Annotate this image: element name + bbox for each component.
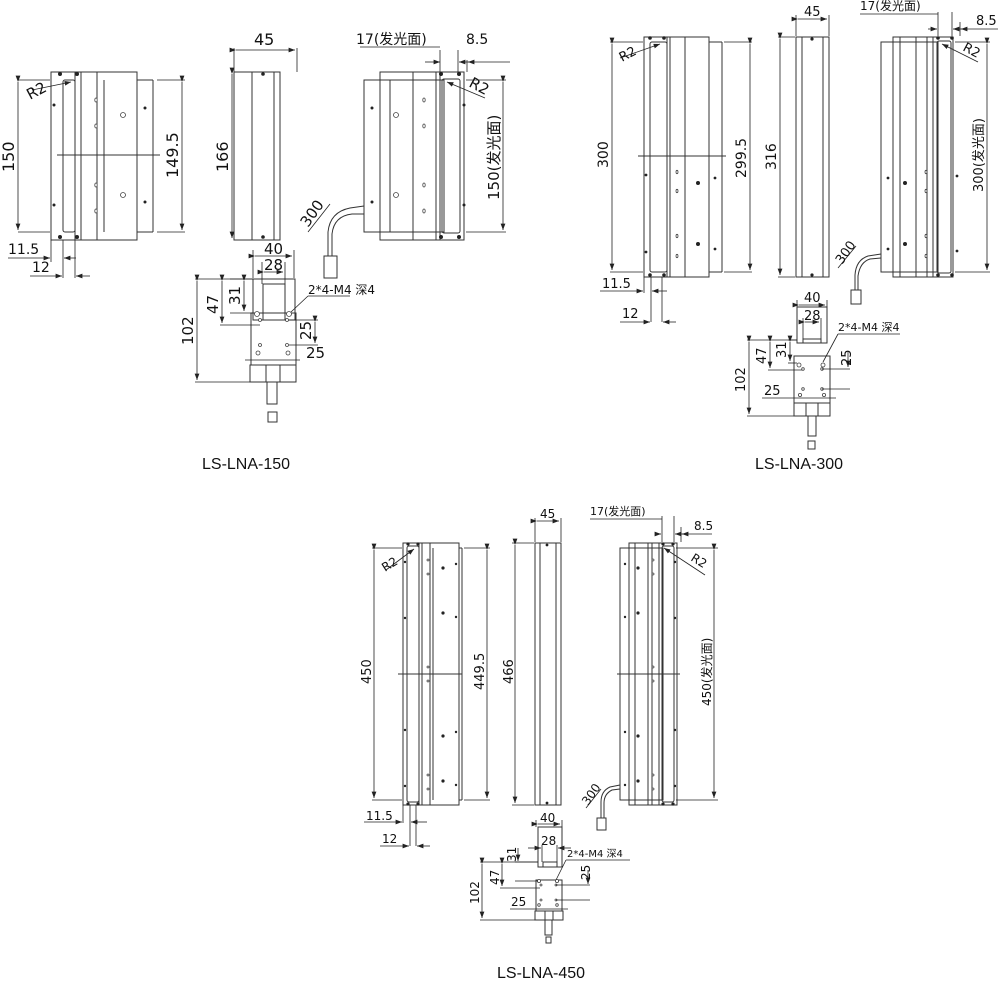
bracket-view: 40 28 31 47 102 2*4-M4 深4 25 25 <box>179 240 375 423</box>
side-view: 45 316 <box>764 5 830 278</box>
front-length-label: 150 <box>0 141 18 172</box>
emit-length-label: 150(发光面) <box>485 115 503 200</box>
model-caption: LS-LNA-300 <box>755 456 843 473</box>
front-view: 450 449.5 R2 11.5 12 <box>360 542 490 849</box>
edge-label: 8.5 <box>976 14 997 29</box>
model-ls-lna-150: 150 149.5 R2 11.5 12 45 166 <box>0 30 510 473</box>
bracket-h1-label: 31 <box>226 286 244 305</box>
bracket-h1-label: 31 <box>775 341 790 358</box>
active-length-label: 149.5 <box>163 132 182 178</box>
front-length-label: 300 <box>596 141 612 168</box>
emit-width-label: 17(发光面) <box>356 32 427 48</box>
bracket-inner-label: 28 <box>264 256 283 274</box>
side-width-label: 45 <box>540 507 555 521</box>
model-caption: LS-LNA-450 <box>497 965 585 982</box>
bracket-pitch-v-label: 25 <box>579 865 593 880</box>
model-ls-lna-300: 300 299.5 R2 11.5 12 45 316 <box>596 0 998 473</box>
bracket-pitch-h-label: 25 <box>764 384 781 399</box>
bracket-outer-label: 40 <box>264 240 283 258</box>
emit-length-label: 450(发光面) <box>699 638 714 706</box>
active-length-label: 299.5 <box>734 138 750 178</box>
screw-spec-label: 2*4-M4 深4 <box>838 321 899 334</box>
front-view: 300 299.5 R2 11.5 12 <box>596 36 753 325</box>
back-radius-label: R2 <box>466 74 492 99</box>
back-view: 17(发光面) 8.5 R2 300(发光面) 300 <box>833 0 998 305</box>
bracket-view: 40 28 31 47 102 2*4-M4 深4 25 25 <box>734 291 900 450</box>
cable-length-label: 300 <box>297 197 328 231</box>
bracket-inner-label: 28 <box>541 834 556 848</box>
cable-length-label: 300 <box>579 781 604 808</box>
emit-width-label: 17(发光面) <box>860 0 921 13</box>
bracket-total-label: 102 <box>468 881 482 904</box>
offset-b-label: 12 <box>32 260 50 276</box>
bracket-pitch-h-label: 25 <box>306 344 325 362</box>
bracket-outer-label: 40 <box>540 811 555 825</box>
bracket-pitch-v-label: 25 <box>840 349 855 366</box>
screw-spec-label: 2*4-M4 深4 <box>308 283 375 297</box>
side-view: 45 166 <box>213 30 298 241</box>
bracket-view: 40 28 31 47 102 2*4-M4 深4 25 25 <box>468 811 630 944</box>
side-width-label: 45 <box>254 30 274 49</box>
offset-a-label: 11.5 <box>602 277 631 292</box>
offset-a-label: 11.5 <box>366 809 393 823</box>
screw-spec-label: 2*4-M4 深4 <box>567 848 623 860</box>
front-length-label: 450 <box>360 659 375 684</box>
bracket-pitch-h-label: 25 <box>511 895 526 909</box>
side-height-label: 466 <box>502 659 517 684</box>
back-view: 17(发光面) 8.5 R2 450(发光面) 300 <box>579 504 718 831</box>
offset-b-label: 12 <box>622 307 639 322</box>
emit-width-label: 17(发光面) <box>590 504 646 518</box>
bracket-inner-label: 28 <box>804 309 821 324</box>
offset-b-label: 12 <box>382 832 397 846</box>
offset-a-label: 11.5 <box>8 242 39 258</box>
back-radius-label: R2 <box>960 40 982 61</box>
radius-label: R2 <box>617 44 639 65</box>
bracket-h1-label: 31 <box>505 847 519 862</box>
model-caption: LS-LNA-150 <box>202 456 290 473</box>
radius-label: R2 <box>379 554 400 574</box>
edge-label: 8.5 <box>466 32 488 48</box>
radius-label: R2 <box>23 78 49 103</box>
active-length-label: 449.5 <box>473 653 488 690</box>
back-view: 17(发光面) 8.5 R2 150(发光面) 300 <box>297 32 510 279</box>
front-view: 150 149.5 R2 11.5 12 <box>0 71 185 279</box>
bracket-h2-label: 47 <box>488 870 502 885</box>
bracket-pitch-v-label: 25 <box>297 321 315 340</box>
back-radius-label: R2 <box>688 551 709 571</box>
edge-label: 8.5 <box>694 519 713 533</box>
bracket-total-label: 102 <box>734 367 749 392</box>
bracket-total-label: 102 <box>179 316 197 345</box>
model-ls-lna-450: 450 449.5 R2 11.5 12 45 466 <box>360 504 718 982</box>
emit-length-label: 300(发光面) <box>971 118 987 192</box>
side-height-label: 316 <box>764 143 780 170</box>
side-view: 45 466 <box>502 507 562 806</box>
side-height-label: 166 <box>213 141 232 172</box>
bracket-h2-label: 47 <box>204 295 222 314</box>
bracket-outer-label: 40 <box>804 291 821 306</box>
bracket-h2-label: 47 <box>755 347 770 364</box>
cable-length-label: 300 <box>833 238 860 267</box>
side-width-label: 45 <box>804 5 821 20</box>
